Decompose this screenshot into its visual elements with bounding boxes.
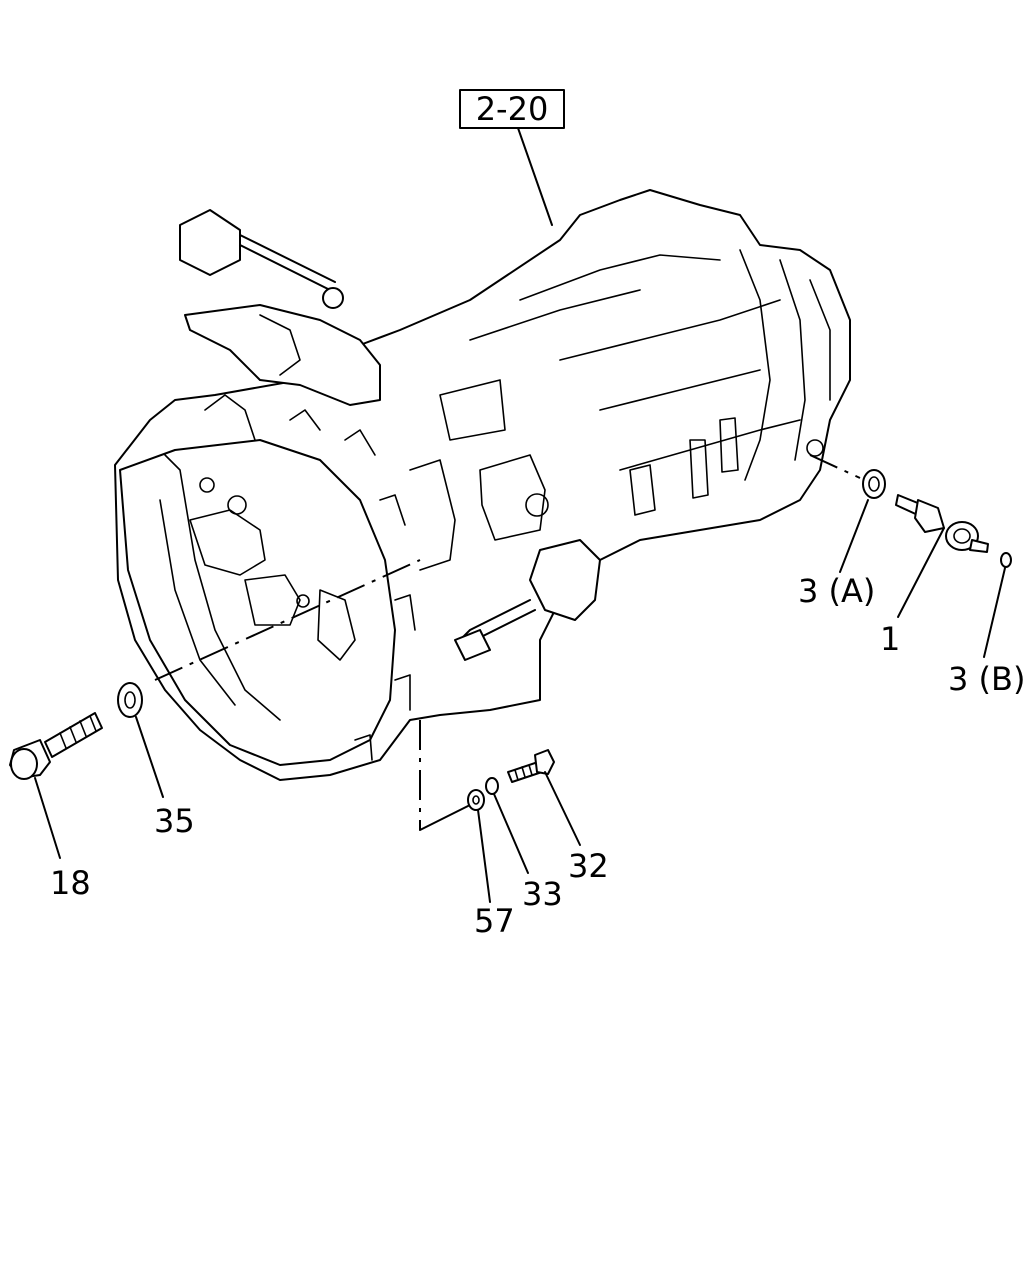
part-33-lockwasher — [485, 777, 499, 795]
part-35-washer — [117, 682, 143, 718]
callout-35[interactable]: 35 — [154, 802, 195, 840]
leader-57 — [477, 809, 491, 903]
callout-labels: 3 (A) 1 3 (B) 35 18 32 33 57 — [50, 572, 1024, 940]
reference-box-leader — [517, 127, 553, 226]
leader-1 — [897, 527, 945, 618]
callout-32[interactable]: 32 — [568, 847, 609, 885]
callout-33[interactable]: 33 — [522, 875, 563, 913]
center-lines — [154, 454, 861, 831]
reference-box-frame — [459, 89, 565, 129]
callout-1[interactable]: 1 — [880, 620, 900, 658]
centerline-rear — [809, 454, 861, 479]
leader-18 — [34, 777, 61, 859]
callout-3a[interactable]: 3 (A) — [798, 572, 875, 610]
leader-35 — [135, 716, 164, 798]
callout-57[interactable]: 57 — [474, 902, 515, 940]
part-32-bolt — [507, 749, 555, 783]
leader-lines — [34, 499, 1006, 903]
part-18-bolt — [9, 712, 103, 780]
transmission-assembly — [114, 189, 851, 781]
leader-3a — [839, 499, 869, 573]
reference-box[interactable]: 2-20 — [459, 89, 565, 226]
leader-32 — [544, 771, 581, 846]
leader-3b — [983, 567, 1006, 658]
part-3a-washer — [862, 469, 886, 499]
callout-18[interactable]: 18 — [50, 864, 91, 902]
centerline-bottom-corner — [419, 804, 471, 831]
callout-3b[interactable]: 3 (B) — [948, 660, 1024, 698]
reference-box-label: 2-20 — [476, 90, 549, 128]
leader-33 — [493, 793, 529, 874]
part-1-sensor — [895, 494, 989, 553]
part-3b-oring — [1000, 552, 1012, 568]
part-57-washer — [467, 789, 485, 811]
